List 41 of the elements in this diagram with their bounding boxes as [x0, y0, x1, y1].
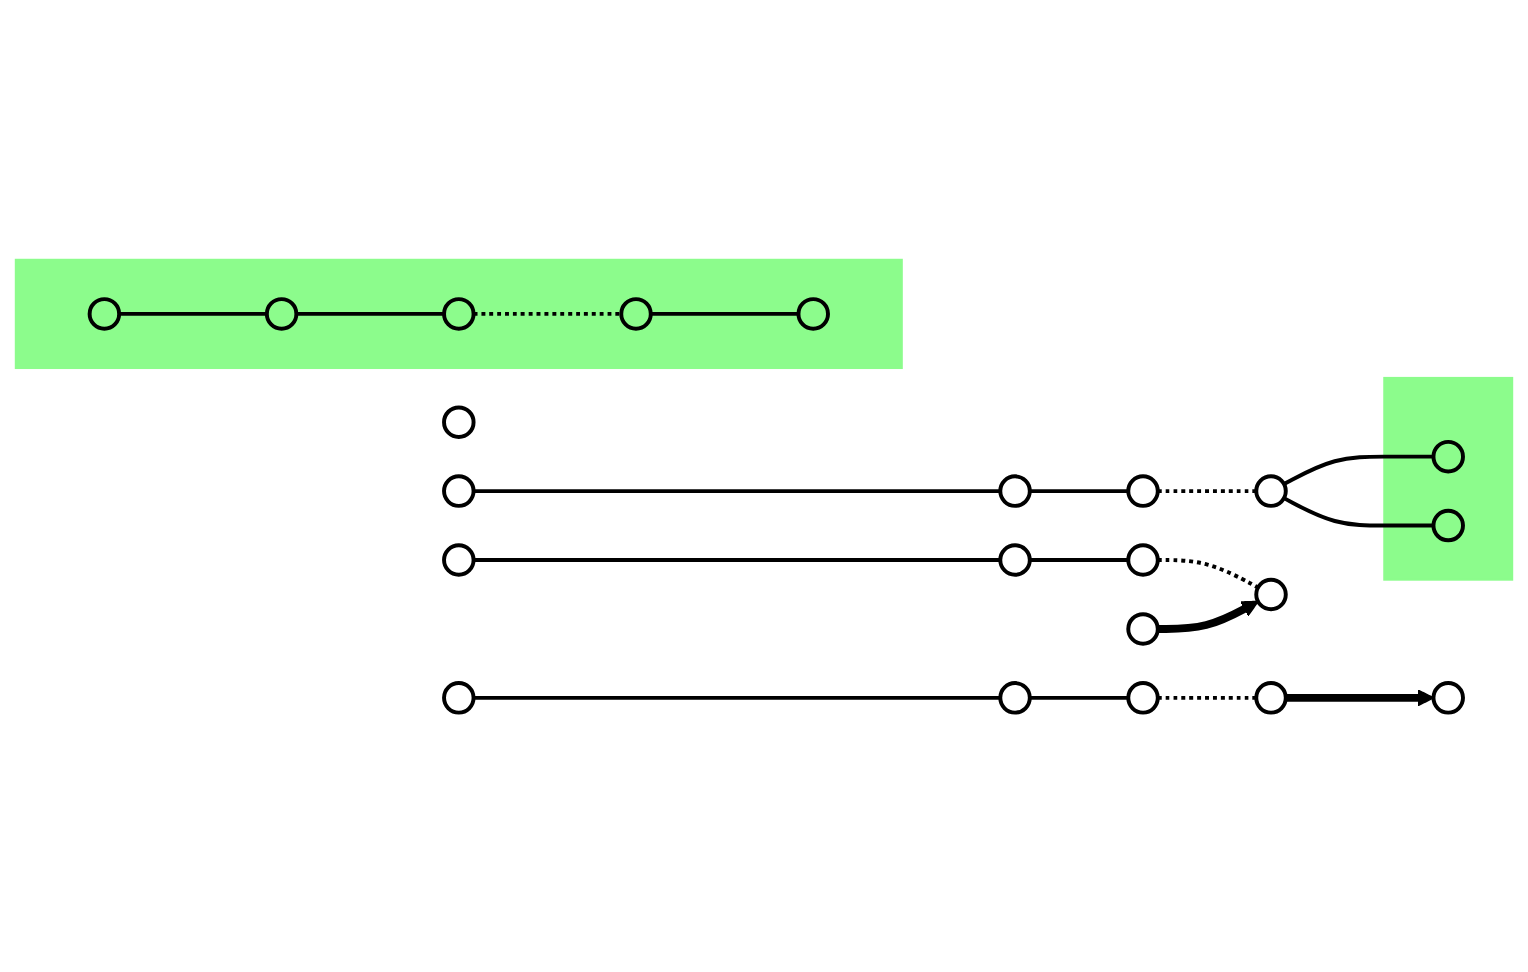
connector: [1157, 557, 1259, 590]
connector: [473, 557, 1001, 562]
connector: [119, 311, 267, 316]
connector: [296, 311, 445, 316]
node-circle: [1254, 577, 1288, 612]
cluster: [1383, 376, 1514, 581]
connector: [1029, 488, 1129, 493]
node-circle: [998, 543, 1032, 577]
connector: [1157, 488, 1257, 493]
node-circle: [442, 543, 476, 577]
connector: [1157, 695, 1257, 700]
node-circle: [1431, 680, 1465, 715]
node-circle: [1254, 474, 1288, 508]
node-circle: [1431, 439, 1465, 474]
node-circle: [998, 474, 1032, 508]
node-circle: [1126, 543, 1160, 577]
arrow: [1285, 689, 1435, 707]
node-circle: [87, 296, 122, 331]
node-circle: [442, 405, 476, 439]
connector: [473, 488, 1001, 493]
node-circle: [442, 296, 476, 331]
node-circle: [442, 474, 476, 508]
connector: [650, 311, 799, 316]
connector: [1283, 496, 1434, 528]
cluster: [14, 258, 903, 369]
node-circle: [1126, 612, 1160, 646]
connector: [473, 311, 622, 316]
node-circle: [796, 296, 830, 331]
connector: [473, 695, 1001, 700]
node-circle: [442, 680, 476, 715]
node-circle: [619, 296, 653, 331]
arrow: [1157, 600, 1259, 633]
connector: [1029, 557, 1129, 562]
connector: [1029, 695, 1129, 700]
node-circle: [998, 680, 1032, 715]
node-circle: [264, 296, 299, 331]
node-circle: [1126, 474, 1160, 508]
node-circle: [1254, 680, 1288, 715]
node-circle: [1126, 680, 1160, 715]
connector: [1283, 454, 1434, 486]
node-circle: [1431, 508, 1465, 543]
